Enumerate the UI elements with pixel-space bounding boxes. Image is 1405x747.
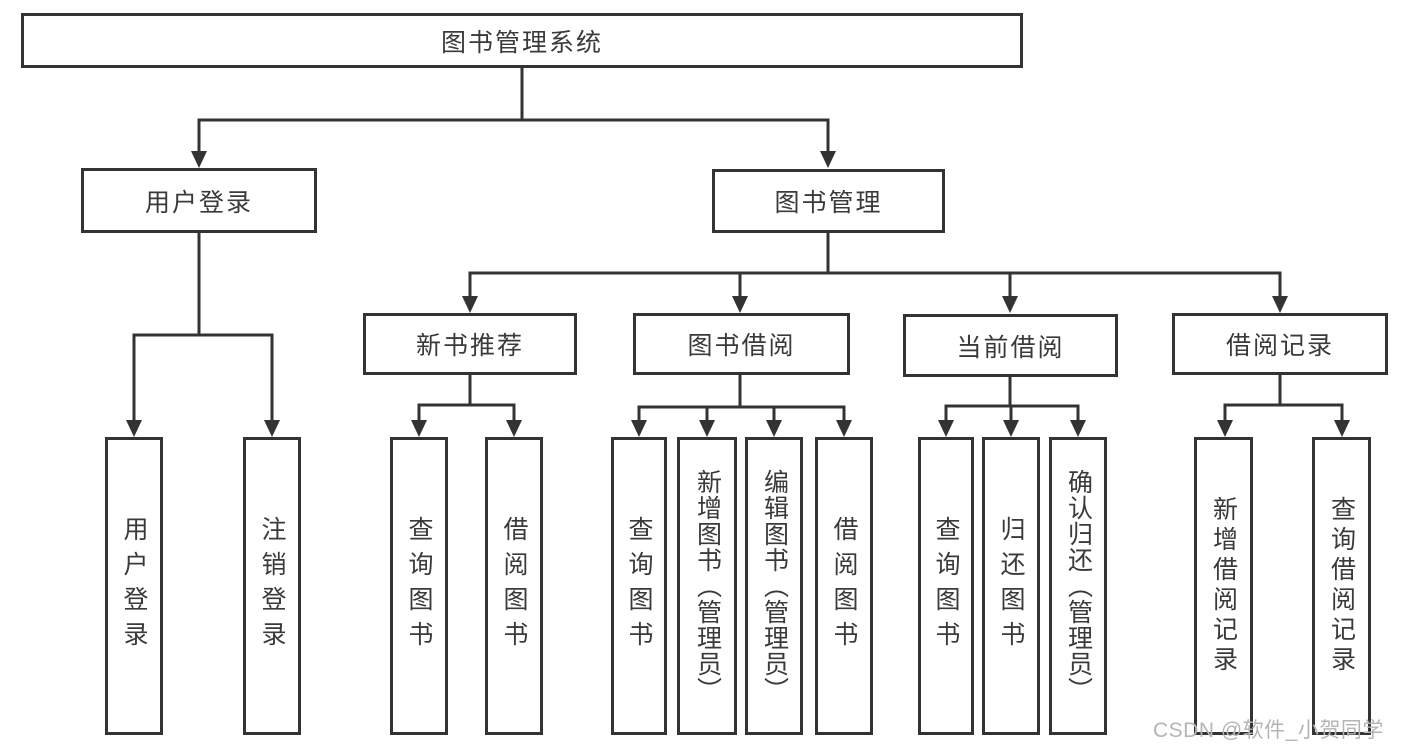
leaf-user-login-label: 用户登录	[120, 516, 148, 656]
leaf-edit-books-admin: 编辑图书（管理员）	[745, 437, 803, 735]
node-new-book-recommend: 新书推荐	[363, 313, 577, 375]
node-root-label: 图书管理系统	[440, 28, 603, 57]
node-book-borrow-label: 图书借阅	[687, 332, 796, 360]
node-new-book-recommend-label: 新书推荐	[415, 332, 524, 360]
leaf-current-query-books: 查询图书	[918, 437, 974, 735]
leaf-borrow-query-books-label: 查询图书	[625, 516, 653, 656]
leaf-add-books-admin-label: 新增图书（管理员）	[693, 469, 722, 703]
leaf-current-query-books-label: 查询图书	[932, 516, 960, 656]
leaf-user-login: 用户登录	[105, 437, 163, 735]
node-borrow-records-label: 借阅记录	[1225, 332, 1334, 360]
leaf-logout: 注销登录	[243, 437, 301, 735]
node-book-mgmt-label: 图书管理	[774, 189, 883, 217]
leaf-query-borrow-record: 查询借阅记录	[1312, 437, 1371, 735]
leaf-add-borrow-record: 新增借阅记录	[1194, 437, 1253, 735]
node-borrow-records: 借阅记录	[1172, 313, 1388, 375]
leaf-recommend-query-books: 查询图书	[390, 437, 448, 735]
leaf-edit-books-admin-label: 编辑图书（管理员）	[760, 469, 789, 703]
leaf-recommend-borrow-books-label: 借阅图书	[500, 516, 528, 656]
node-current-borrow: 当前借阅	[903, 314, 1118, 377]
leaf-return-books-label: 归还图书	[997, 516, 1025, 656]
node-user-login: 用户登录	[81, 168, 317, 233]
connector-arrowheads	[126, 151, 1350, 437]
node-book-borrow: 图书借阅	[633, 313, 850, 375]
node-book-mgmt: 图书管理	[712, 169, 945, 233]
node-root: 图书管理系统	[21, 13, 1023, 68]
leaf-confirm-return-admin: 确认归还（管理员）	[1049, 437, 1107, 735]
csdn-watermark: CSDN @软件_小贺同学	[1153, 719, 1384, 742]
leaf-recommend-borrow-books: 借阅图书	[485, 437, 543, 735]
leaf-confirm-return-admin-label: 确认归还（管理员）	[1064, 469, 1093, 703]
leaf-recommend-query-books-label: 查询图书	[405, 516, 433, 656]
leaf-query-borrow-record-label: 查询借阅记录	[1327, 496, 1356, 676]
leaf-borrow-query-books: 查询图书	[611, 437, 667, 735]
connector-stems	[132, 66, 1344, 421]
node-current-borrow-label: 当前借阅	[956, 333, 1065, 362]
leaf-return-books: 归还图书	[982, 437, 1040, 735]
node-user-login-label: 用户登录	[144, 188, 253, 217]
leaf-borrow-books: 借阅图书	[815, 437, 873, 735]
leaf-borrow-books-label: 借阅图书	[830, 516, 858, 656]
leaf-add-books-admin: 新增图书（管理员）	[677, 437, 737, 735]
leaf-logout-label: 注销登录	[258, 516, 286, 656]
leaf-add-borrow-record-label: 新增借阅记录	[1209, 496, 1238, 676]
